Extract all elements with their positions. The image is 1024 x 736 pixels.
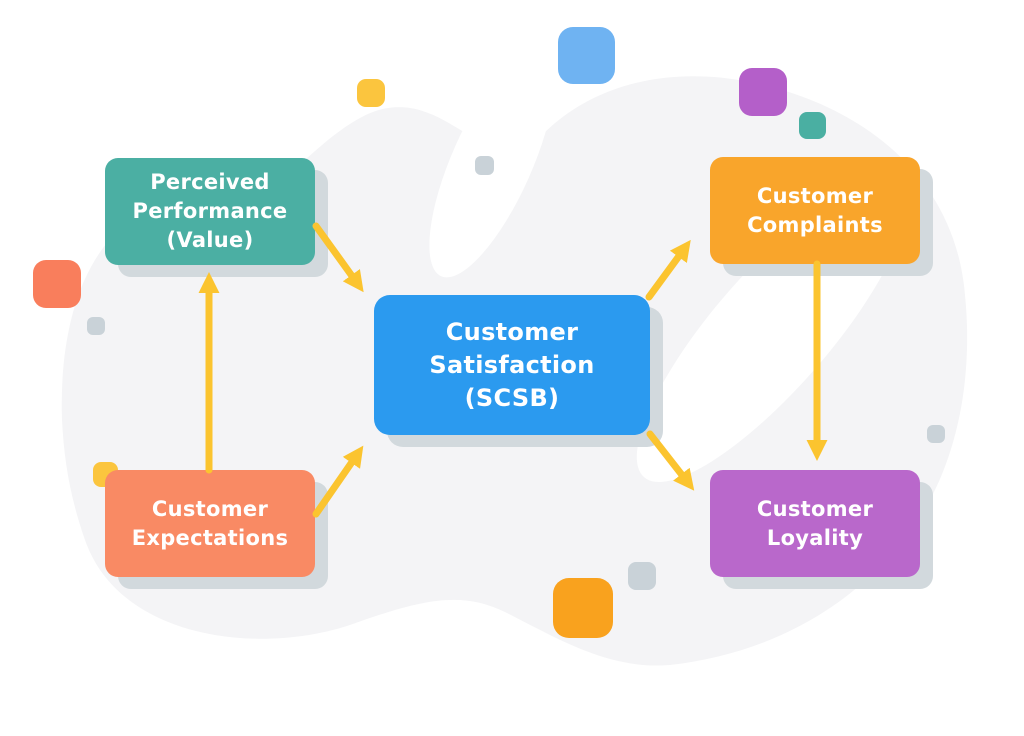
node-customer-loyalty: Customer Loyality <box>710 470 920 577</box>
node-customer-satisfaction: Customer Satisfaction (SCSB) <box>374 295 650 435</box>
node-text-line: Complaints <box>747 212 883 237</box>
deco-blue-square-icon <box>558 27 615 84</box>
node-text-line: Expectations <box>131 525 289 550</box>
deco-gray-square-icon <box>87 317 105 335</box>
node-customer-complaints: Customer Complaints <box>710 157 920 264</box>
node-text-line: Customer <box>151 496 269 521</box>
deco-gray-square-icon <box>628 562 656 590</box>
node-text-line: Customer <box>445 317 579 346</box>
deco-orange-square-icon <box>553 578 613 638</box>
deco-teal-square-icon <box>799 112 826 139</box>
deco-yellow-square-icon <box>357 79 385 107</box>
node-text-line: Customer <box>756 496 874 521</box>
node-text-line: Performance <box>132 199 288 223</box>
deco-gray-square-icon <box>475 156 494 175</box>
node-text-line: Perceived <box>150 170 270 194</box>
node-text-line: Loyality <box>766 525 864 550</box>
node-text-line: Customer <box>756 183 874 208</box>
node-customer-expectations: Customer Expectations <box>105 470 315 577</box>
deco-gray-square-icon <box>927 425 945 443</box>
node-text-line: (SCSB) <box>464 383 560 412</box>
node-text-line: Satisfaction <box>429 350 595 379</box>
deco-purple-square-icon <box>739 68 787 116</box>
deco-salmon-square-icon <box>33 260 81 308</box>
node-perceived-performance: Perceived Performance (Value) <box>105 158 315 265</box>
node-text-line: (Value) <box>166 228 254 252</box>
